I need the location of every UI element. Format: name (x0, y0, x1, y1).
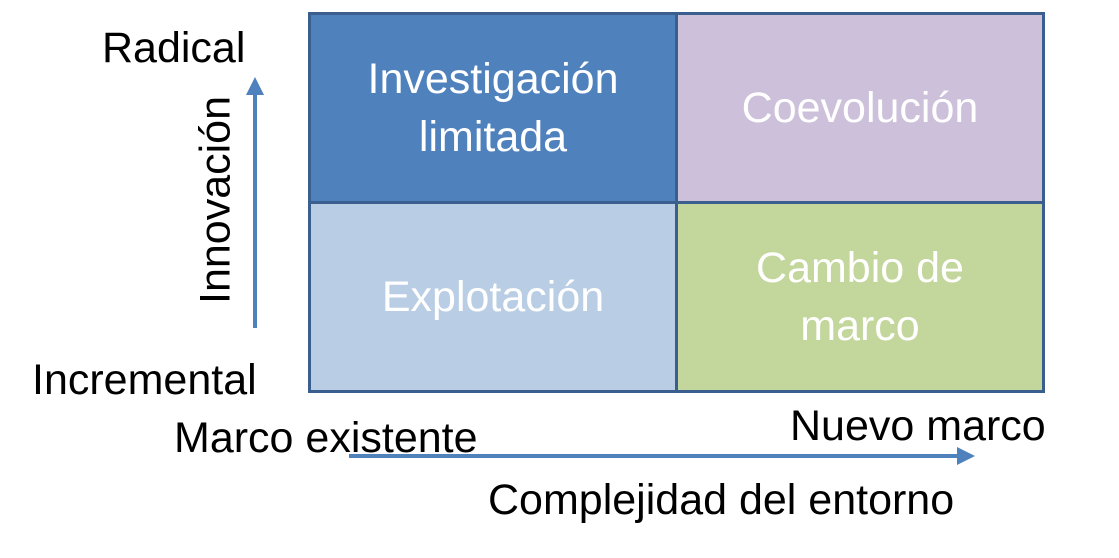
quadrant-exploitation: Explotación (308, 201, 678, 393)
x-axis-left-label: Marco existente (174, 414, 478, 462)
y-axis-arrow (246, 77, 264, 328)
x-axis-arrow (349, 447, 975, 465)
x-axis-right-label: Nuevo marco (790, 402, 1046, 450)
y-axis-bottom-label: Incremental (32, 356, 257, 404)
quadrant-framework-change: Cambio de marco (675, 201, 1045, 393)
quadrant-label: Cambio de marco (756, 243, 964, 350)
x-axis-title: Complejidad del entorno (488, 476, 955, 524)
quadrant-coevolution: Coevolución (675, 12, 1045, 204)
y-axis-top-label: Radical (102, 24, 246, 72)
quadrant-label: Investigación limitada (367, 54, 619, 161)
quadrant-label: Explotación (381, 272, 605, 321)
quadrant-label: Coevolución (741, 83, 979, 132)
quadrant-limited-research: Investigación limitada (308, 12, 678, 204)
